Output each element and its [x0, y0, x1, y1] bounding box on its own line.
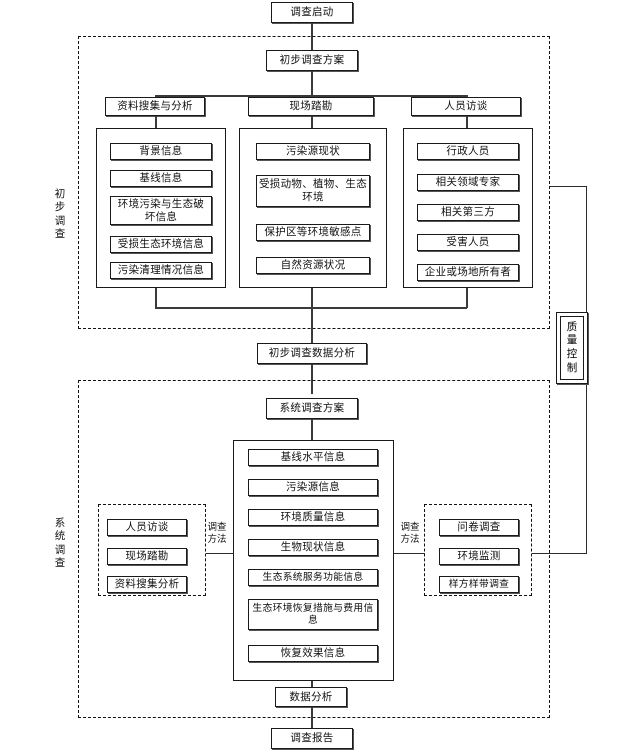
- phase1-label-char-2: 调: [54, 214, 66, 227]
- method-quadrat-transect-survey[interactable]: 样方样带调查: [439, 576, 519, 593]
- qc-char-1: 量: [566, 334, 578, 347]
- item-baseline-info[interactable]: 基线信息: [110, 170, 212, 187]
- item-pollution-cleanup-info[interactable]: 污染清理情况信息: [110, 262, 212, 279]
- item-biological-status-info[interactable]: 生物现状信息: [248, 539, 378, 556]
- method-personnel-interview[interactable]: 人员访谈: [107, 519, 187, 536]
- phase2-label-char-1: 统: [54, 530, 66, 543]
- group-site-survey-items: [239, 128, 387, 288]
- node-personnel-interview[interactable]: 人员访谈: [411, 97, 521, 116]
- qc-top-lead-horizontal: [550, 186, 587, 188]
- merge-riser-col1: [155, 288, 157, 308]
- qc-char-3: 制: [566, 361, 578, 374]
- item-ecosystem-service-function-info[interactable]: 生态系统服务功能信息: [248, 569, 378, 586]
- item-environment-quality-info[interactable]: 环境质量信息: [248, 509, 378, 526]
- phase2-container: [78, 380, 550, 718]
- group-interview-items: [403, 128, 533, 288]
- connector-left-method-to-center: [206, 553, 234, 555]
- right-method-label-line-0: 调查: [400, 522, 420, 533]
- item-protected-sensitive-points[interactable]: 保护区等环境敏感点: [256, 224, 370, 241]
- connector-plan-down: [311, 71, 313, 96]
- left-method-label-line-0: 调查: [207, 522, 227, 533]
- node-investigation-report[interactable]: 调查报告: [271, 728, 353, 749]
- node-data-collection-analysis[interactable]: 资料搜集与分析: [105, 97, 205, 116]
- item-damaged-animals-plants-eco[interactable]: 受损动物、植物、生态环境: [256, 175, 370, 207]
- right-method-container: [424, 504, 532, 596]
- item-enterprise-site-owner[interactable]: 企业或场地所有者: [417, 264, 519, 281]
- phase1-label-char-3: 查: [54, 228, 66, 241]
- left-method-label: 调查 方法: [203, 522, 231, 546]
- qc-bottom-lead-horizontal: [532, 553, 587, 555]
- qc-top-lead-vertical: [586, 186, 588, 316]
- phase1-label-char-0: 初: [54, 188, 66, 200]
- item-restoration-effect-info[interactable]: 恢复效果信息: [248, 645, 378, 662]
- quality-control-inner-frame: 质 量 控 制: [560, 316, 584, 380]
- item-pollution-source-status[interactable]: 污染源现状: [256, 143, 370, 160]
- left-method-container: [98, 504, 206, 596]
- phase2-label-char-3: 查: [54, 557, 66, 570]
- method-data-collection-analysis[interactable]: 资料搜集分析: [107, 576, 187, 593]
- item-field-experts[interactable]: 相关领域专家: [417, 174, 519, 191]
- item-natural-resource-status[interactable]: 自然资源状况: [256, 257, 370, 274]
- phase2-label-char-2: 调: [54, 543, 66, 556]
- method-site-survey[interactable]: 现场踏勘: [107, 548, 187, 565]
- qc-char-2: 控: [566, 348, 578, 360]
- phase1-label-char-1: 步: [54, 201, 66, 214]
- method-environmental-monitoring[interactable]: 环境监测: [439, 548, 519, 565]
- connector-right-method-to-center: [394, 553, 425, 555]
- node-site-survey[interactable]: 现场踏勘: [248, 97, 374, 116]
- connector-analysis-to-report: [311, 707, 313, 729]
- right-method-label: 调查 方法: [396, 522, 424, 546]
- connector-col2-header-to-group: [311, 116, 313, 128]
- node-systematic-plan[interactable]: 系统调查方案: [266, 398, 358, 419]
- item-pollution-source-info[interactable]: 污染源信息: [248, 479, 378, 496]
- quality-control-text: 质 量 控 制: [567, 321, 578, 376]
- node-quality-control[interactable]: 质 量 控 制: [556, 312, 588, 384]
- phase1-container: [78, 36, 550, 329]
- connector-center-group-to-analysis: [311, 681, 313, 690]
- right-method-label-line-1: 方法: [400, 533, 420, 545]
- item-damaged-eco-env-info[interactable]: 受损生态环境信息: [110, 236, 212, 253]
- item-background-info[interactable]: 背景信息: [110, 143, 212, 160]
- connector-col3-header-to-group: [466, 116, 468, 128]
- node-data-analysis[interactable]: 数据分析: [275, 687, 347, 707]
- phase2-label-char-0: 系: [54, 517, 66, 529]
- node-investigation-start[interactable]: 调查启动: [271, 2, 353, 23]
- phase1-vertical-label: 初 步 调 查: [52, 188, 68, 242]
- group-systematic-items: [233, 440, 394, 681]
- connector-sys-plan-down: [311, 419, 313, 441]
- method-questionnaire-survey[interactable]: 问卷调查: [439, 519, 519, 536]
- connector-col1-header-to-group: [155, 116, 157, 128]
- item-victims[interactable]: 受害人员: [417, 234, 519, 251]
- item-baseline-level-info[interactable]: 基线水平信息: [248, 449, 378, 466]
- left-method-label-line-1: 方法: [207, 533, 227, 545]
- item-administrative-staff[interactable]: 行政人员: [417, 143, 519, 160]
- merge-to-mid-node: [311, 288, 313, 343]
- node-preliminary-data-analysis[interactable]: 初步调查数据分析: [257, 343, 367, 364]
- merge-riser-col3: [466, 288, 468, 308]
- qc-char-0: 质: [566, 320, 578, 333]
- qc-bottom-lead-vertical: [586, 383, 588, 554]
- phase2-vertical-label: 系 统 调 查: [52, 517, 68, 571]
- item-related-third-party[interactable]: 相关第三方: [417, 204, 519, 221]
- connector-mid-to-phase2: [311, 364, 313, 394]
- item-pollution-ecology-damage-info[interactable]: 环境污染与生态破坏信息: [110, 196, 212, 225]
- item-eco-restoration-cost-info[interactable]: 生态环境恢复措施与费用信息: [248, 599, 378, 630]
- node-preliminary-plan[interactable]: 初步调查方案: [266, 50, 358, 71]
- group-data-collection-items: [96, 128, 226, 288]
